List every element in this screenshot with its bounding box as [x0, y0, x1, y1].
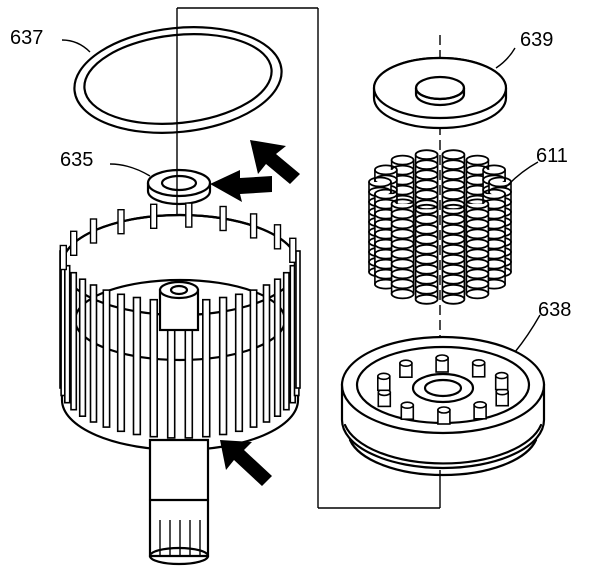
callout-label-638: 638: [538, 299, 571, 321]
callout-label-611: 611: [536, 145, 568, 167]
retainer-plate-part: [372, 56, 508, 130]
drum-tooth: [273, 224, 282, 250]
piston-boss: [399, 359, 413, 379]
drum-tooth: [116, 293, 126, 433]
callout-label-639: 639: [520, 29, 553, 51]
piston-boss: [471, 358, 486, 378]
drum-tooth: [249, 213, 258, 239]
thrust-washer-arrow-icon: [210, 170, 272, 202]
callout-leaders: [61, 39, 541, 353]
coil-spring: [465, 198, 490, 304]
drum-spline-teeth: [59, 202, 301, 439]
drum-tooth: [202, 298, 211, 438]
drum-tooth: [273, 278, 282, 418]
callout-label-637: 637: [10, 27, 43, 49]
thrust-washer-part: [146, 168, 212, 206]
piston-boss: [400, 401, 415, 421]
clutch-drum-arrow-icon: [220, 440, 272, 486]
drum-tooth: [89, 284, 98, 423]
callout-label-635: 635: [60, 149, 93, 171]
piston-boss: [376, 372, 391, 392]
drum-tooth: [249, 289, 258, 428]
piston-part: [340, 335, 546, 477]
drum-tooth: [70, 271, 78, 411]
drum-tooth: [59, 244, 67, 271]
drum-tooth: [282, 271, 290, 411]
drum-tooth: [149, 203, 158, 230]
drum-tooth: [219, 205, 227, 232]
drum-tooth: [234, 293, 244, 433]
coil-spring: [390, 198, 415, 304]
drum-tooth: [149, 298, 159, 438]
snap-ring-part: [73, 26, 283, 134]
snap-ring-arrow-icon: [250, 140, 300, 184]
drum-tooth: [262, 284, 271, 423]
drum-tooth: [132, 296, 142, 436]
drum-tooth: [69, 230, 78, 257]
spring-assembly-part: [368, 149, 512, 310]
drum-tooth: [89, 218, 98, 244]
piston-boss: [494, 371, 509, 391]
drum-tooth: [64, 264, 71, 404]
drum-tooth: [102, 289, 111, 428]
drum-tooth: [78, 278, 87, 418]
drum-tooth: [295, 250, 301, 389]
drum-tooth: [117, 208, 125, 235]
coil-spring: [441, 203, 466, 310]
coil-spring: [414, 203, 439, 310]
drum-tooth: [185, 202, 193, 228]
piston-boss: [495, 387, 510, 407]
piston-boss: [437, 406, 451, 425]
piston-boss: [377, 388, 392, 408]
drum-tooth: [218, 296, 228, 436]
piston-boss: [435, 354, 449, 373]
piston-boss: [473, 400, 487, 420]
piston-spring-bosses: [376, 354, 510, 425]
clutch-drum-part: [59, 202, 301, 566]
drum-tooth: [289, 237, 297, 264]
